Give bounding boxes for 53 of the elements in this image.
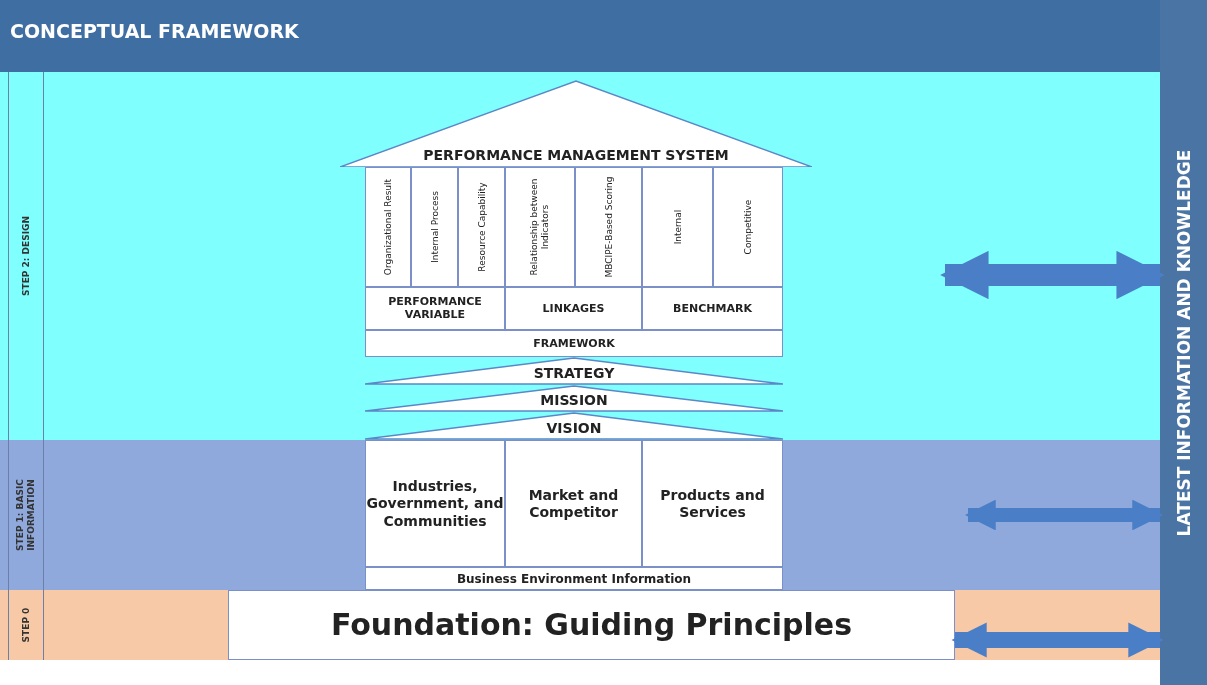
- node-label: Products and Services: [659, 486, 766, 521]
- information-band: [0, 440, 1160, 590]
- node-label: MISSION: [539, 392, 609, 410]
- node-label: Industries, Government, and Communities: [366, 477, 504, 530]
- mission-layer: [365, 385, 783, 412]
- group-label-box: [365, 287, 505, 330]
- framework-box: [365, 330, 783, 357]
- foundation-band: [0, 590, 1160, 660]
- node-label: STRATEGY: [532, 365, 616, 383]
- pillar: [365, 167, 411, 287]
- roof-triangle: [340, 80, 812, 167]
- pillar: [642, 167, 713, 287]
- group-label-box: [642, 287, 783, 330]
- node-label: Internal Process: [429, 190, 440, 265]
- node-label: MBCIPE-Based Scoring: [603, 175, 614, 280]
- node-label: Competitive: [742, 198, 754, 257]
- double-arrow: [964, 499, 1164, 531]
- information-box: [365, 440, 505, 567]
- information-box: [642, 440, 783, 567]
- node-label: Internal: [672, 208, 683, 247]
- information-base-box: [365, 567, 783, 590]
- pillar: [505, 167, 575, 287]
- double-arrow: [951, 622, 1164, 658]
- group-label-box: [505, 287, 642, 330]
- step-label: STEP 1: BASIC INFORMATION: [15, 478, 37, 553]
- vision-layer: [365, 412, 783, 440]
- title-band: [0, 0, 1160, 72]
- node-label: FRAMEWORK: [532, 336, 616, 351]
- node-label: PERFORMANCE VARIABLE: [387, 294, 483, 323]
- pillar: [575, 167, 642, 287]
- strategy-layer: [365, 357, 783, 385]
- pillar: [411, 167, 458, 287]
- node-label: PERFORMANCE MANAGEMENT SYSTEM: [422, 147, 730, 163]
- step-label: STEP 0: [20, 606, 32, 645]
- step-label: STEP 2: DESIGN: [20, 215, 32, 298]
- node-label: Relationship between Indicators: [529, 177, 551, 278]
- pillar: [713, 167, 783, 287]
- side-bar: [1160, 0, 1207, 685]
- side-label: LATEST INFORMATION AND KNOWLEDGE: [1173, 149, 1194, 536]
- node-label: Foundation: Guiding Principles: [329, 606, 854, 644]
- design-band: [0, 72, 1160, 440]
- foundation-box: [228, 590, 955, 660]
- information-box: [505, 440, 642, 567]
- node-label: BENCHMARK: [672, 301, 753, 316]
- node-label: VISION: [545, 420, 603, 438]
- node-label: Market and Competitor: [527, 486, 620, 521]
- double-arrow: [940, 250, 1165, 300]
- pillar: [458, 167, 505, 287]
- node-label: Organizational Result: [382, 177, 394, 278]
- node-label: Resource Capability: [476, 181, 487, 274]
- title-text: CONCEPTUAL FRAMEWORK: [10, 20, 299, 42]
- node-label: LINKAGES: [541, 301, 606, 316]
- node-label: Business Environment Information: [455, 571, 693, 586]
